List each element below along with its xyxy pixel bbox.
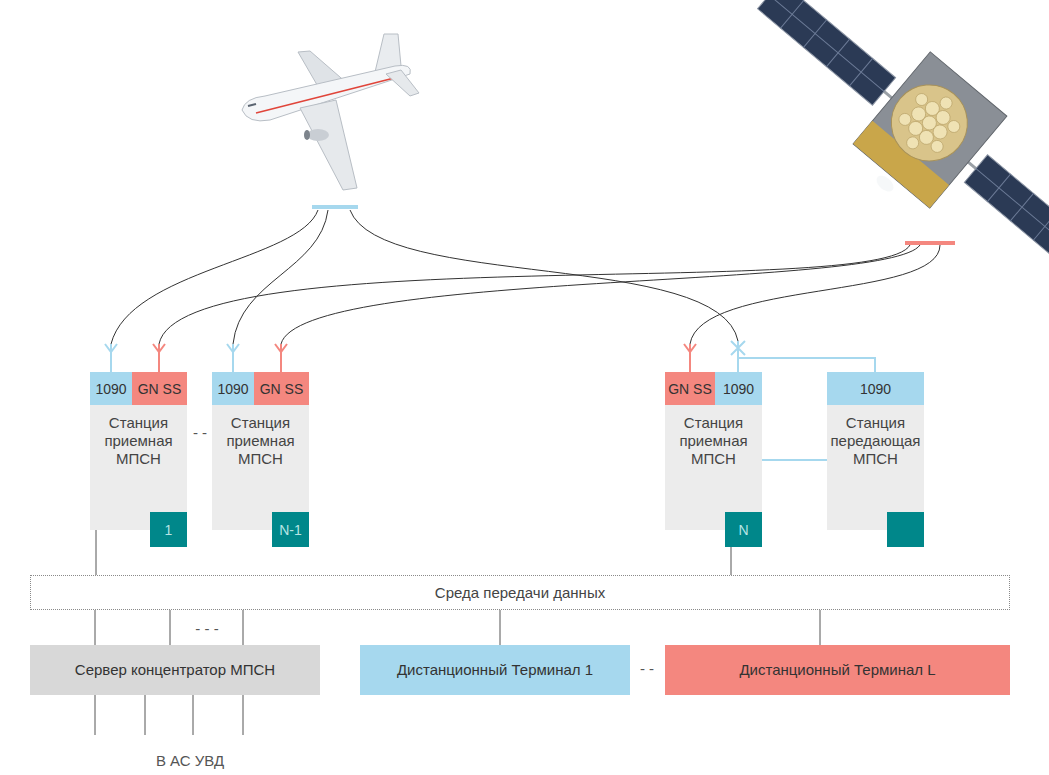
- text-holder: GN SS: [132, 372, 187, 405]
- node-label: Сервер концентратор МПСН: [75, 661, 275, 679]
- node-label: 1090: [723, 381, 754, 397]
- connector-line: [820, 610, 821, 645]
- airplane: [242, 34, 419, 190]
- text-holder: Дистанционный Терминал L: [665, 645, 1010, 695]
- text-holder: Станция приемная МПСН: [215, 414, 306, 468]
- text-holder: N-1: [272, 512, 309, 547]
- node-label: Станция передающая МПСН: [830, 414, 921, 468]
- satellite: [720, 0, 1049, 323]
- receiving-station: Станция приемная МПСН1090GN SS1: [90, 372, 187, 530]
- adsb-module: 1090: [715, 372, 762, 405]
- transmitting-station: Станция передающая МПСН 1090: [827, 372, 924, 530]
- node-label: GN SS: [260, 381, 304, 397]
- node-label: Среда передачи данных: [435, 584, 605, 601]
- node-label: Станция приемная МПСН: [215, 414, 306, 468]
- connector-line: [95, 610, 96, 645]
- station-number: N: [725, 512, 762, 547]
- text-holder: Дистанционный Терминал 1: [360, 645, 630, 695]
- node-label: N: [738, 522, 748, 538]
- adsb-module: 1090: [212, 372, 254, 405]
- concentrator-server: Сервер концентратор МПСН: [30, 645, 320, 695]
- satellite-signal-bar: [905, 241, 955, 245]
- node-label: Дистанционный Терминал 1: [397, 661, 593, 679]
- remote-terminal: Дистанционный Терминал L: [665, 645, 1010, 695]
- ellipsis: - -: [640, 660, 654, 677]
- station-number-blank: [887, 512, 924, 547]
- gnss-module: GN SS: [132, 372, 187, 405]
- text-holder: GN SS: [254, 372, 309, 405]
- adsb-module: 1090: [827, 372, 924, 405]
- atc-output-lines: [95, 695, 243, 735]
- adsb-module: 1090: [90, 372, 132, 405]
- node-label: 1090: [95, 381, 126, 397]
- ellipsis: - -: [193, 424, 207, 441]
- antennas: [105, 341, 875, 372]
- node-label: GN SS: [668, 381, 712, 397]
- text-holder: 1090: [715, 372, 762, 405]
- station-number: N-1: [272, 512, 309, 547]
- connector-line: [96, 530, 97, 575]
- ellipsis: - - -: [195, 620, 218, 637]
- text-holder: Станция передающая МПСН: [830, 414, 921, 468]
- node-label: N-1: [279, 522, 302, 538]
- text-holder: Среда передачи данных: [31, 576, 1009, 609]
- gnss-module: GN SS: [254, 372, 309, 405]
- receiving-station: Станция приемная МПСН1090GN SSN-1: [212, 372, 309, 530]
- radio-links: [111, 210, 940, 344]
- connector-line: [762, 459, 827, 461]
- text-holder: Сервер концентратор МПСН: [30, 645, 320, 695]
- text-holder: N: [725, 512, 762, 547]
- node-label: 1090: [217, 381, 248, 397]
- receiving-station: Станция приемная МПСНGN SS1090N: [665, 372, 762, 530]
- data-network: Среда передачи данных: [30, 575, 1010, 610]
- gnss-module: GN SS: [665, 372, 715, 405]
- text-holder: 1090: [827, 372, 924, 405]
- text-holder: Станция приемная МПСН: [668, 414, 759, 468]
- text-holder: Станция приемная МПСН: [93, 414, 184, 468]
- node-label: GN SS: [138, 381, 182, 397]
- text-holder: GN SS: [665, 372, 715, 405]
- node-label: 1090: [860, 381, 891, 397]
- node-label: Станция приемная МПСН: [668, 414, 759, 468]
- text-holder: 1: [150, 512, 187, 547]
- text-holder: 1090: [90, 372, 132, 405]
- output-label: В АС УВД: [156, 752, 224, 769]
- connector-line: [731, 547, 732, 575]
- text-holder: 1090: [212, 372, 254, 405]
- station-number: 1: [150, 512, 187, 547]
- connector-line: [500, 610, 501, 645]
- node-label: 1: [165, 522, 173, 538]
- node-label: Станция приемная МПСН: [93, 414, 184, 468]
- remote-terminal: Дистанционный Терминал 1: [360, 645, 630, 695]
- connector-line: [170, 610, 171, 645]
- aircraft-transponder-bar: [312, 205, 358, 209]
- connector-line: [243, 610, 244, 645]
- node-label: Дистанционный Терминал L: [739, 661, 935, 679]
